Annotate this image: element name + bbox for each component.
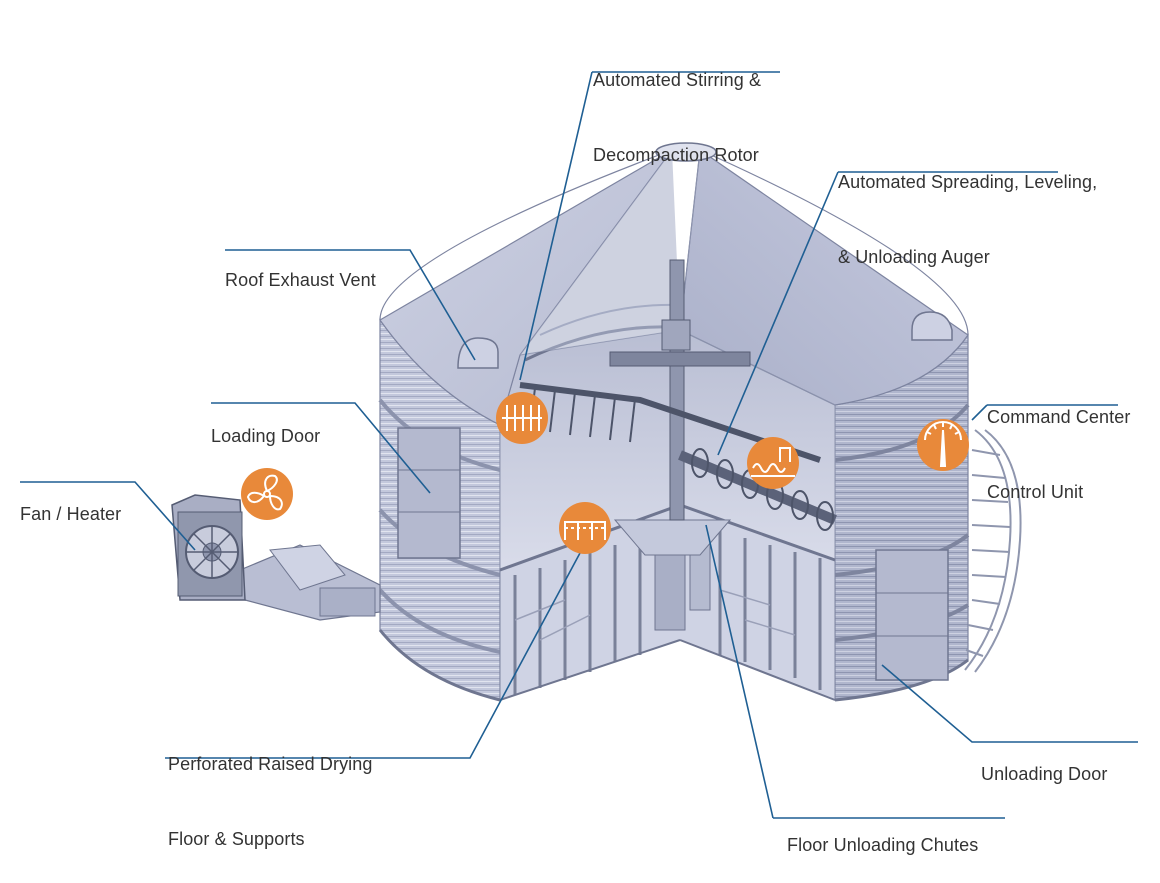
label-roof-exhaust-vent: Roof Exhaust Vent: [225, 218, 376, 318]
roof-exhaust-vent-left: [457, 337, 499, 369]
label-spreading-auger: Automated Spreading, Leveling, & Unloadi…: [838, 120, 1097, 295]
label-line: Command Center: [987, 407, 1131, 427]
label-line: Perforated Raised Drying: [168, 754, 373, 774]
label-unloading-door: Unloading Door: [981, 712, 1107, 812]
floor-badge: [559, 502, 611, 554]
label-fan-heater: Fan / Heater: [20, 452, 121, 552]
leader-floor-chutes-diag: [705, 524, 774, 819]
label-loading-door: Loading Door: [211, 374, 320, 474]
label-line: Decompaction Rotor: [593, 145, 759, 165]
label-line: Roof Exhaust Vent: [225, 270, 376, 290]
rotor-icon: [502, 405, 542, 431]
leader-unloading-door: [881, 664, 1138, 743]
gauge-icon: [924, 421, 962, 467]
label-command-center: Command Center Control Unit: [987, 355, 1130, 530]
roof-exhaust-vent-right: [911, 311, 953, 341]
label-line: & Unloading Auger: [838, 247, 990, 267]
unloading-door: [875, 549, 949, 681]
fan-icon: [246, 474, 283, 511]
control-badge: [917, 419, 969, 471]
label-drying-floor: Perforated Raised Drying Floor & Support…: [168, 702, 373, 877]
fan-badge: [241, 468, 293, 520]
label-line: Loading Door: [211, 426, 321, 446]
leader-loading-door: [211, 402, 431, 494]
grain-bin-diagram: [20, 71, 1138, 819]
auger-icon: [751, 447, 795, 477]
label-line: Unloading Door: [981, 764, 1108, 784]
floor-icon: [564, 521, 606, 540]
spiral-staircase: [964, 429, 1022, 673]
leader-drying-floor: [165, 552, 581, 759]
leader-spreading-auger-diag: [717, 171, 839, 456]
rotor-badge: [496, 392, 548, 444]
label-line: Floor & Supports: [168, 829, 305, 849]
label-line: Control Unit: [987, 482, 1084, 502]
leader-stirring-rotor-diag: [519, 71, 593, 381]
auger-badge: [747, 437, 799, 489]
roof-peak-vent: [655, 142, 717, 162]
leader-roof-vent: [225, 249, 476, 361]
label-stirring-rotor: Automated Stirring & Decompaction Rotor: [593, 18, 761, 193]
label-line: Floor Unloading Chutes: [787, 835, 979, 855]
leader-fan-heater: [20, 481, 196, 551]
icon-badges: [241, 392, 969, 554]
label-line: Automated Stirring &: [593, 70, 762, 90]
label-line: Fan / Heater: [20, 504, 122, 524]
leader-command-center-diag: [971, 404, 988, 421]
label-floor-chutes: Floor Unloading Chutes: [787, 783, 978, 883]
fan-heater-unit: [171, 494, 381, 621]
stirring-rotor: [519, 259, 821, 521]
label-line: Automated Spreading, Leveling,: [838, 172, 1098, 192]
bin-roof: [379, 142, 969, 426]
leader-lines: [20, 71, 1138, 819]
